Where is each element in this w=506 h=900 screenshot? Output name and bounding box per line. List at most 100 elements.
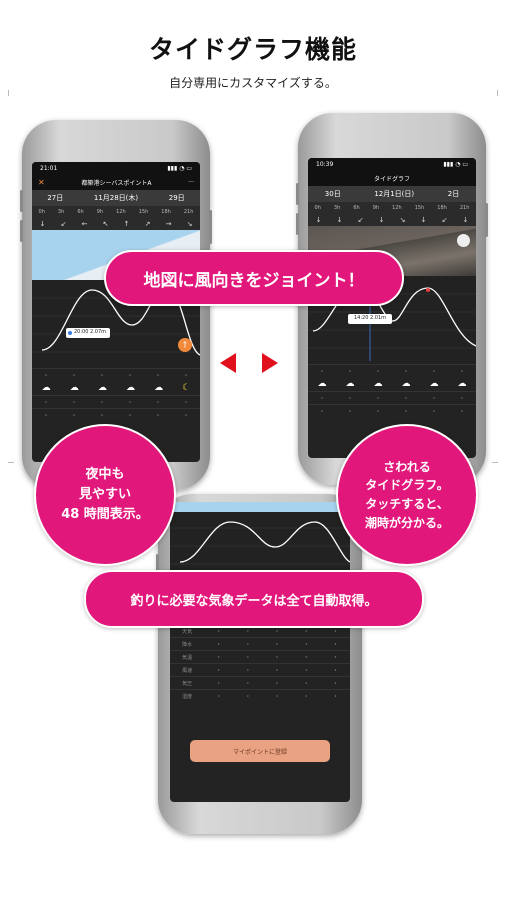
crop-mark — [8, 462, 14, 463]
wind-arrow-icon: ↘ — [186, 220, 193, 228]
cloud-icon: ☁ — [97, 383, 107, 393]
wind-arrow-icon: ↓ — [462, 216, 469, 224]
cloud-icon: ☁ — [41, 383, 51, 393]
wind-arrow-icon: ↓ — [39, 220, 46, 228]
hour-label: 12h — [392, 205, 402, 211]
status-bar: 10:39 ▮▮▮ ◔ ▭ — [308, 158, 476, 170]
signal-icon: ▮▮▮ ◔ ▭ — [167, 164, 192, 172]
callout-touch-line: タイドグラフ。 — [365, 478, 449, 493]
row-label: 降水 — [182, 641, 193, 648]
wind-arrow-row: ↓ ↓ ↙ ↓ ↘ ↓ ↙ ↓ — [308, 214, 476, 226]
cloud-icon: ☁ — [457, 379, 467, 389]
hour-label: 18h — [161, 209, 171, 215]
hour-label: 6h — [77, 209, 84, 215]
data-row: ・・・・・・ — [308, 364, 476, 377]
wind-arrow-icon: ↖ — [102, 220, 109, 228]
map-pin-icon[interactable] — [457, 234, 470, 247]
hour-label: 3h — [333, 205, 341, 211]
date-selector: 27日 11月28日(木) 29日 — [32, 190, 200, 206]
hour-label: 12h — [116, 209, 126, 215]
phone-bottom-screen: ✺☁ ☁☁ ☁☾ ☁☁ ☁☁ ☁☁ 天気・・・・・ 降水・・・・・ 気温・・・・… — [170, 502, 350, 802]
wind-arrow-icon: ↙ — [60, 220, 67, 228]
callout-night-line: 夜中も — [85, 466, 125, 482]
hour-row: 0h 3h 6h 9h 12h 15h 18h 21h — [308, 202, 476, 214]
register-point-button[interactable]: マイポイントに登録 — [190, 740, 330, 762]
crop-mark — [492, 462, 498, 463]
callout-touch: さわれる タイドグラフ。 タッチすると、 潮時が分かる。 — [336, 424, 478, 566]
callout-night-line: 見やすい — [78, 486, 131, 502]
date-selector: 30日 12月1日(日) 2日 — [308, 186, 476, 202]
date-prev[interactable]: 30日 — [324, 190, 341, 198]
cloud-icon: ☁ — [345, 379, 355, 389]
data-row: ・・・・・・ — [32, 408, 200, 421]
screen-title: タイドグラフ — [373, 175, 410, 183]
date-current: 12月1日(日) — [374, 190, 415, 198]
wind-arrow-icon: ← — [81, 220, 88, 228]
row-label: 天気 — [182, 628, 193, 635]
hour-label: 0h — [38, 209, 45, 215]
arrow-left-icon — [220, 353, 236, 373]
tide-label: 14:20 2.01m — [354, 315, 387, 321]
point-title: 都築港シーバスポイントA — [81, 179, 152, 187]
row-label: 気温 — [182, 654, 193, 661]
hour-row: 0h 3h 6h 9h 12h 15h 18h 21h — [32, 206, 200, 218]
hour-label: 6h — [353, 205, 360, 211]
app-navbar: タイドグラフ — [308, 170, 476, 186]
wind-arrow-icon: ↓ — [420, 216, 427, 224]
phone-bottom: ✺☁ ☁☁ ☁☾ ☁☁ ☁☁ ☁☁ 天気・・・・・ 降水・・・・・ 気温・・・・… — [156, 494, 364, 834]
hour-label: 3h — [57, 209, 65, 215]
hour-label: 0h — [314, 205, 321, 211]
row-label: 気圧 — [182, 680, 193, 687]
moon-icon: ☾ — [182, 383, 191, 393]
hour-label: 9h — [96, 209, 104, 215]
cloud-icon: ☁ — [125, 383, 135, 393]
data-row: ・・・・・・ — [32, 368, 200, 381]
wind-arrow-icon: → — [165, 220, 172, 228]
wind-arrow-icon: ↙ — [357, 216, 364, 224]
cloud-icon: ☁ — [317, 379, 327, 389]
date-current: 11月28日(木) — [93, 194, 139, 202]
wind-arrow-icon: ↓ — [378, 216, 385, 224]
wind-arrow-icon: ↑ — [123, 220, 130, 228]
date-next[interactable]: 29日 — [168, 194, 185, 202]
wind-arrow-icon: ↙ — [441, 216, 448, 224]
date-next[interactable]: 2日 — [447, 190, 460, 198]
wind-arrow-icon: ↘ — [399, 216, 406, 224]
hour-label: 9h — [372, 205, 380, 211]
app-navbar: ✕ 都築港シーバスポイントA ··· — [32, 174, 200, 190]
data-row: 気温・・・・・ — [170, 650, 350, 663]
headline-subtitle: 自分専用にカスタマイズする。 — [169, 76, 337, 90]
hour-label: 15h — [414, 205, 425, 211]
signal-icon: ▮▮▮ ◔ ▭ — [443, 160, 468, 168]
callout-touch-line: 潮時が分かる。 — [364, 515, 449, 530]
data-row: ・・・・・・ — [308, 391, 476, 404]
callout-map-wind: 地図に風向きをジョイント！ — [104, 250, 404, 306]
wind-arrow-icon: ↓ — [315, 216, 322, 224]
tide-label: 20:00 2.07m — [74, 329, 107, 335]
data-row: 降水・・・・・ — [170, 637, 350, 650]
weather-row: ☁ ☁ ☁ ☁ ☁ ☾ — [32, 381, 200, 395]
fishing-icon[interactable]: † — [178, 338, 192, 352]
clock: 21:01 — [40, 164, 58, 172]
callout-night-line: 48 時間表示。 — [61, 507, 149, 523]
wind-arrow-icon: ↓ — [336, 216, 343, 224]
cloud-icon: ☁ — [69, 383, 79, 393]
crop-mark — [497, 90, 498, 96]
data-row: ・・・・・・ — [32, 395, 200, 408]
close-icon[interactable]: ✕ — [38, 177, 45, 187]
tide-chart[interactable] — [170, 502, 350, 576]
wind-arrow-row: ↓ ↙ ← ↖ ↑ ↗ → ↘ — [32, 218, 200, 230]
clock: 10:39 — [316, 160, 334, 168]
cloud-icon: ☁ — [429, 379, 439, 389]
row-label: 風速 — [182, 667, 193, 674]
cloud-icon: ☁ — [154, 383, 164, 393]
hour-label: 21h — [183, 209, 194, 215]
more-icon[interactable]: ··· — [188, 178, 194, 186]
callout-night: 夜中も 見やすい 48 時間表示。 — [34, 424, 176, 566]
phone-right-screen: 10:39 ▮▮▮ ◔ ▭ タイドグラフ 30日 12月1日(日) 2日 0h … — [308, 158, 476, 458]
data-row: 気圧・・・・・ — [170, 676, 350, 689]
date-prev[interactable]: 27日 — [47, 194, 64, 202]
cloud-icon: ☁ — [401, 379, 411, 389]
tide-curve — [170, 521, 350, 565]
status-bar: 21:01 ▮▮▮ ◔ ▭ — [32, 162, 200, 174]
